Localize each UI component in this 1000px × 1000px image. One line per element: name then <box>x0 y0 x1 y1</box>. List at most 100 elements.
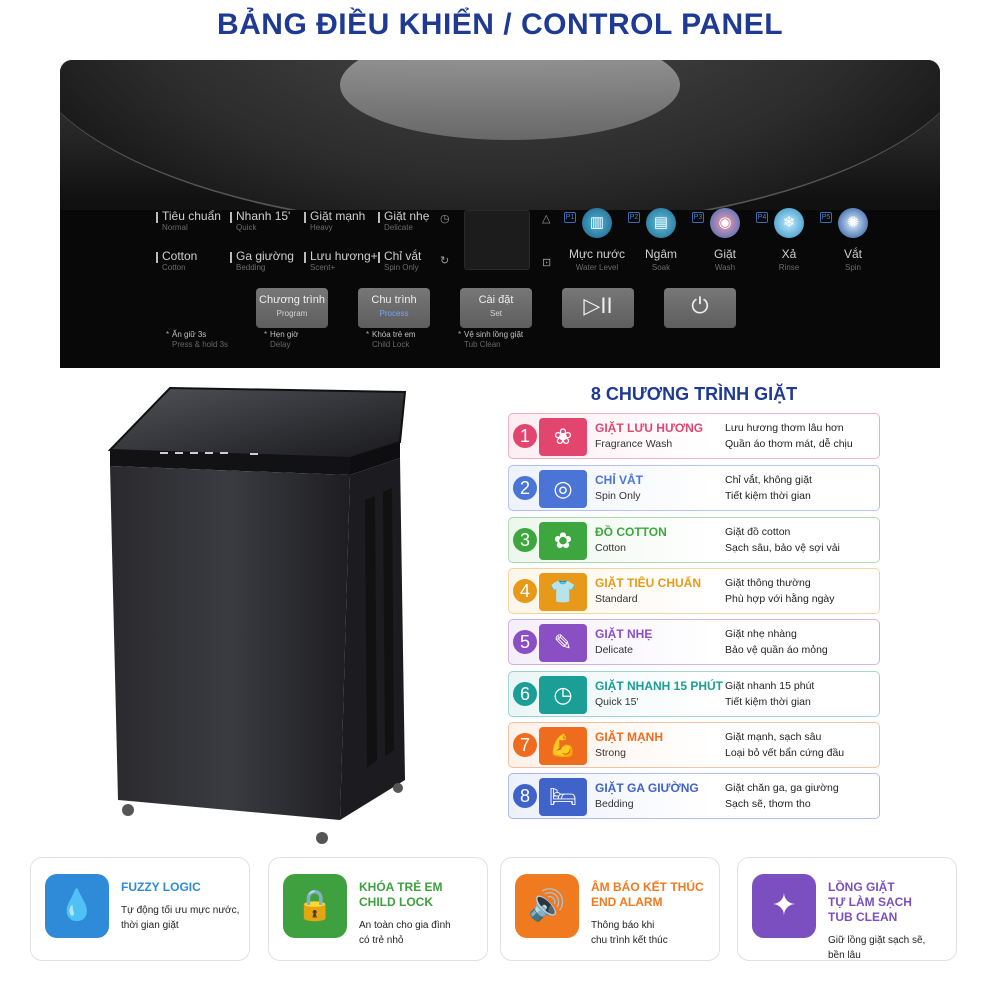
washing-machine-image <box>107 386 407 844</box>
program-icon: 👕 <box>539 573 587 611</box>
feature-icon: 🔊 <box>515 874 579 938</box>
program-name: GIẶT NHANH 15 PHÚT <box>595 679 724 693</box>
program-scent[interactable]: Lưu hương+Scent+ <box>304 249 378 272</box>
program-icon: ❀ <box>539 418 587 456</box>
program-quick[interactable]: Nhanh 15'Quick <box>229 209 291 232</box>
program-name: GIẶT GA GIƯỜNG <box>595 781 699 795</box>
badge-p5: P5 <box>820 212 832 223</box>
warning-icon: △ <box>542 213 551 225</box>
badge-p1: P1 <box>564 212 576 223</box>
power-button[interactable]: ⏻ <box>664 288 736 328</box>
feature-description: Giữ lồng giặt sạch sẽ,bền lâu <box>828 933 925 963</box>
play-pause-icon: ▷II <box>583 293 613 318</box>
program-number: 7 <box>513 733 537 757</box>
feature-icon: ✦ <box>752 874 816 938</box>
program-icon: ✿ <box>539 522 587 560</box>
feature-description-line: chu trình kết thúc <box>591 935 668 946</box>
program-english-name: Delicate <box>595 644 633 656</box>
start-pause-button[interactable]: ▷II <box>562 288 634 328</box>
feature-title: FUZZY LOGIC <box>121 880 201 895</box>
program-description: Phù hợp với hằng ngày <box>725 593 835 605</box>
program-icon: ◷ <box>539 676 587 714</box>
program-number: 3 <box>513 528 537 552</box>
feature-title-line: TỰ LÀM SẠCH <box>828 895 912 909</box>
soak-icon: ▤ <box>646 208 676 238</box>
feature-title-line: END ALARM <box>591 895 663 909</box>
program-number: 2 <box>513 476 537 500</box>
program-number: 8 <box>513 784 537 808</box>
program-name: ĐỒ COTTON <box>595 525 667 539</box>
feature-title-line: LỒNG GIẶT <box>828 880 895 894</box>
program-name: GIẶT NHẸ <box>595 627 653 641</box>
program-description: Lưu hương thơm lâu hơn <box>725 422 844 434</box>
program-name: CHỈ VẮT <box>595 473 643 487</box>
program-description: Loại bỏ vết bẩn cứng đầu <box>725 747 845 759</box>
digital-display <box>464 210 530 270</box>
feature-description-line: Giữ lồng giặt sạch sẽ, <box>828 935 926 946</box>
spin-icon: ✺ <box>838 208 868 238</box>
program-name: GIẶT MẠNH <box>595 730 663 744</box>
feature-title-line: TUB CLEAN <box>828 910 898 924</box>
program-description: Giặt nhanh 15 phút <box>725 680 815 692</box>
feature-title-line: FUZZY LOGIC <box>121 880 201 894</box>
program-english-name: Standard <box>595 593 638 605</box>
program-icon: 🛏 <box>539 778 587 816</box>
program-number: 6 <box>513 682 537 706</box>
program-number: 5 <box>513 630 537 654</box>
program-english-name: Bedding <box>595 798 634 810</box>
program-number: 1 <box>513 424 537 448</box>
program-description: Giặt chăn ga, ga giường <box>725 782 839 794</box>
program-description: Sạch sẽ, thơm tho <box>725 798 811 810</box>
program-icon: ◎ <box>539 470 587 508</box>
badge-p2: P2 <box>628 212 640 223</box>
program-icon: ✎ <box>539 624 587 662</box>
program-english-name: Fragrance Wash <box>595 438 673 450</box>
page-title: BẢNG ĐIỀU KHIỂN / CONTROL PANEL <box>216 8 784 41</box>
program-row: 8🛏 GIẶT GA GIƯỜNG Bedding Giặt chăn ga, ga … <box>508 773 880 819</box>
rinse-icon: ❄ <box>774 208 804 238</box>
program-description: Tiết kiệm thời gian <box>725 696 811 708</box>
feature-description-line: Thông báo khi <box>591 920 655 931</box>
feature-description-line: An toàn cho gia đình <box>359 920 451 931</box>
program-description: Bảo vệ quần áo mỏng <box>725 644 828 656</box>
feature-title-line: ÂM BÁO KẾT THÚC <box>591 880 704 894</box>
program-english-name: Cotton <box>595 542 626 554</box>
feature-card: 💧 FUZZY LOGIC Tự động tối ưu mực nước,thời… <box>30 857 250 961</box>
feature-icon: 🔒 <box>283 874 347 938</box>
program-icon: 💪 <box>539 727 587 765</box>
program-name: GIẶT TIÊU CHUẨN <box>595 576 701 590</box>
feature-icon: 💧 <box>45 874 109 938</box>
badge-p4: P4 <box>756 212 768 223</box>
power-icon: ⏻ <box>691 293 709 318</box>
program-english-name: Strong <box>595 747 626 759</box>
program-english-name: Quick 15' <box>595 696 639 708</box>
feature-description: Tự động tối ưu mực nước,thời gian giặt <box>121 903 239 933</box>
